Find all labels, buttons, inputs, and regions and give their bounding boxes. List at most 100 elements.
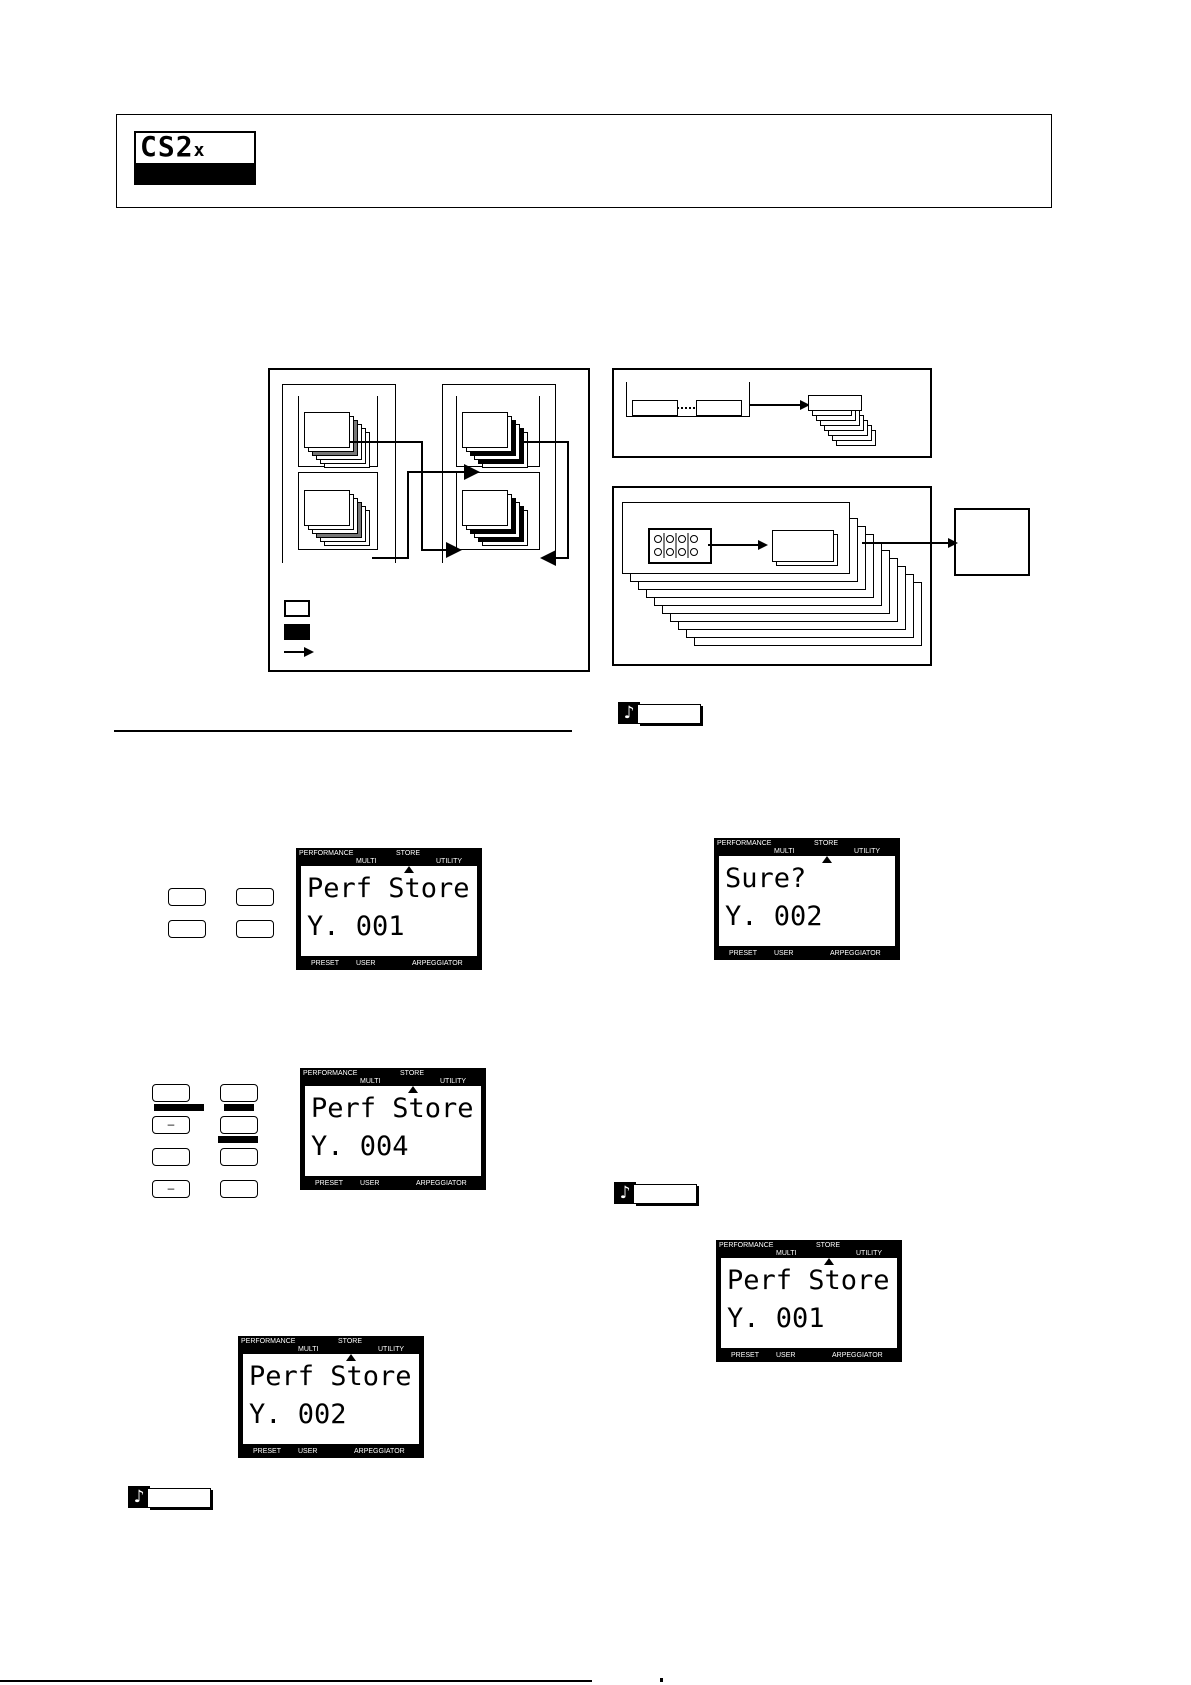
lcd-label-user: USER [774,950,794,957]
panel-button[interactable] [152,1084,190,1102]
lcd-label-store: STORE [814,840,838,847]
lcd-line1: Perf Store [307,873,470,904]
panel-button[interactable] [220,1084,258,1102]
arpeggio-diagram [612,486,932,666]
lcd-label-performance: PERFORMANCE [717,840,772,847]
lcd-display: PERFORMANCE MULTI STORE UTILITY Perf Sto… [300,1068,486,1190]
lcd-label-arpeggiator: ARPEGGIATOR [830,950,881,957]
logo-main: CS2 [140,130,194,163]
lcd-label-user: USER [360,1180,380,1187]
panel-button[interactable] [236,920,274,938]
panel-button[interactable] [236,888,274,906]
lcd-label-utility: UTILITY [440,1078,467,1085]
section-rule [114,730,572,732]
note-badge: ♪ [618,702,704,724]
arpeggio-arrow [708,540,768,550]
lcd-label-utility: UTILITY [378,1346,405,1353]
panel-button[interactable] [220,1148,258,1166]
user-memory-swatch [284,600,310,617]
cursor-triangle [404,866,414,873]
lcd-label-user: USER [356,960,376,967]
note-badge: ♪ [614,1182,700,1204]
lcd-label-user: USER [298,1448,318,1455]
lcd-screen: Perf Store Y. 002 [243,1354,419,1444]
lcd-line1: Perf Store [249,1361,412,1392]
lcd-line2: Y. 001 [307,911,405,942]
card [304,412,350,448]
note-icon: ♪ [614,1182,636,1204]
bracket-left [282,384,396,563]
lcd-label-arpeggiator: ARPEGGIATOR [354,1448,405,1455]
note-badge: ♪ [128,1486,214,1508]
lcd-label-multi: MULTI [360,1078,381,1085]
lcd-label-store: STORE [816,1242,840,1249]
lcd-label-utility: UTILITY [436,858,463,865]
data-flow-arrow [284,647,314,657]
logo-sub: x [193,140,206,161]
memory-diagram [268,368,590,672]
panel-button[interactable] [168,920,206,938]
bracket-right [442,384,556,563]
lcd-label-user: USER [776,1352,796,1359]
lcd-label-performance: PERFORMANCE [719,1242,774,1249]
lcd-display: PERFORMANCE MULTI STORE UTILITY Perf Sto… [716,1240,902,1362]
card [808,395,862,411]
lcd-label-store: STORE [396,850,420,857]
card [462,412,508,448]
source-bracket [626,382,750,417]
lcd-label-utility: UTILITY [856,1250,883,1257]
minus-button[interactable]: – [152,1180,190,1198]
memory-flow-arrows [350,441,569,566]
lcd-label-preset: PRESET [315,1180,344,1187]
lcd-line1: Sure? [725,863,807,894]
source-box [632,400,678,416]
lcd-label-performance: PERFORMANCE [299,850,354,857]
lcd-display: PERFORMANCE MULTI STORE UTILITY Perf Sto… [296,848,482,970]
card [304,490,350,526]
output-arrow [862,538,958,548]
lcd-line2: Y. 001 [727,1303,825,1334]
note-icon: ♪ [618,702,640,724]
lcd-line2: Y. 002 [725,901,823,932]
keys-block [648,528,712,564]
lcd-label-preset: PRESET [311,960,340,967]
lcd-screen: Perf Store Y. 001 [301,866,477,956]
lcd-label-arpeggiator: ARPEGGIATOR [412,960,463,967]
lcd-label-preset: PRESET [729,950,758,957]
panel-button[interactable] [168,888,206,906]
cursor-triangle [346,1354,356,1361]
lcd-label-performance: PERFORMANCE [303,1070,358,1077]
lcd-label-arpeggiator: ARPEGGIATOR [832,1352,883,1359]
output-box [954,508,1030,576]
lcd-label-store: STORE [338,1338,362,1345]
cursor-triangle [408,1086,418,1093]
keys-glyphs [654,533,698,558]
lcd-line2: Y. 002 [249,1399,347,1430]
lcd-label-multi: MULTI [774,848,795,855]
lcd-screen: Perf Store Y. 001 [721,1258,897,1348]
lcd-label-multi: MULTI [776,1250,797,1257]
panel-button[interactable] [220,1116,258,1134]
panel-button[interactable] [152,1148,190,1166]
lcd-label-performance: PERFORMANCE [241,1338,296,1345]
lcd-label-arpeggiator: ARPEGGIATOR [416,1180,467,1187]
lcd-label-preset: PRESET [253,1448,282,1455]
footer-rule [0,1680,592,1682]
lcd-label-multi: MULTI [356,858,377,865]
card [462,490,508,526]
cs2x-logo: CS2x [134,131,256,185]
lcd-line1: Perf Store [727,1265,890,1296]
minus-button[interactable]: – [152,1116,190,1134]
lcd-label-utility: UTILITY [854,848,881,855]
lcd-line1: Perf Store [311,1093,474,1124]
cursor-triangle [824,1258,834,1265]
header-box [116,114,1052,208]
lcd-label-multi: MULTI [298,1346,319,1353]
lcd-display: PERFORMANCE MULTI STORE UTILITY Perf Sto… [238,1336,424,1458]
lcd-screen: Sure? Y. 002 [719,856,895,946]
button-indicator [218,1136,258,1143]
button-indicator [154,1104,204,1111]
dotted-line [677,407,695,409]
multi-store-diagram [612,368,932,458]
panel-button[interactable] [220,1180,258,1198]
